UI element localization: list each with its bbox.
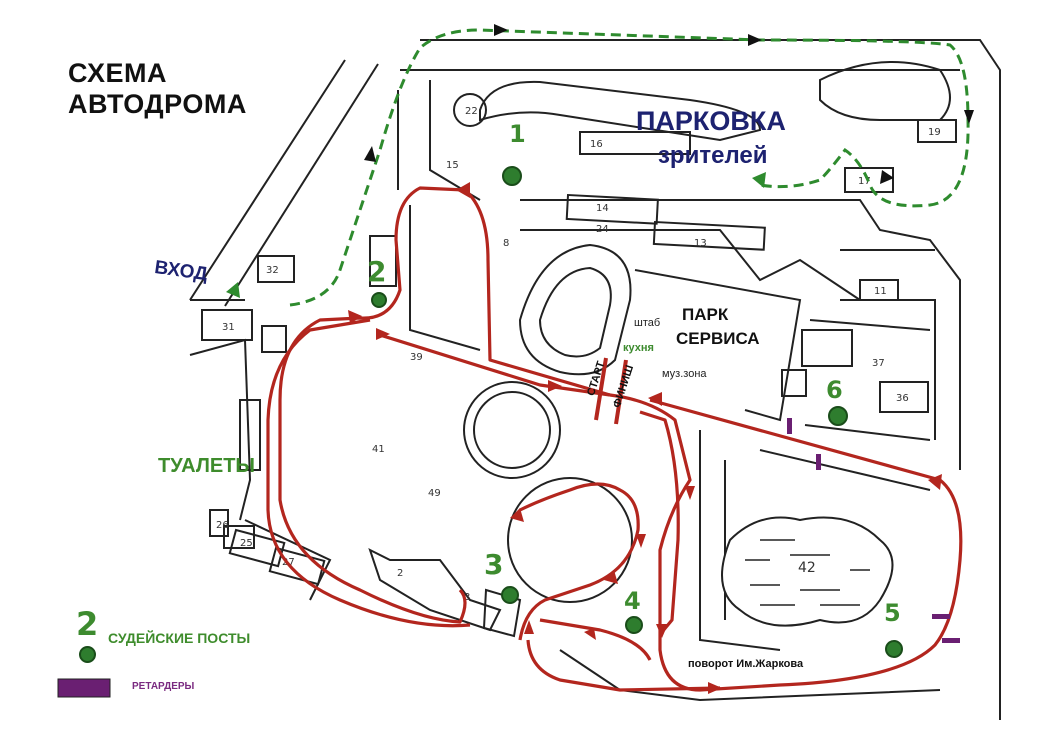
map-title-line1: СХЕМА xyxy=(68,58,167,88)
music-zone-label: муз.зона xyxy=(662,368,707,380)
turn-label: поворот Им.Жаркова xyxy=(688,658,804,670)
svg-text:11: 11 xyxy=(874,286,887,297)
start-finish-line xyxy=(594,357,628,425)
judge-post-1-number: 1 xyxy=(509,120,526,148)
retarder-3 xyxy=(932,614,950,619)
parking-sublabel: зрителей xyxy=(658,142,768,169)
svg-text:36: 36 xyxy=(896,393,909,404)
svg-text:39: 39 xyxy=(410,352,423,363)
svg-text:3: 3 xyxy=(464,592,470,603)
judge-post-6-number: 6 xyxy=(826,376,843,404)
map-title-line2: АВТОДРОМА xyxy=(68,89,247,120)
svg-text:41: 41 xyxy=(372,444,385,455)
judge-post-3-dot xyxy=(501,586,519,604)
legend-retarders-label: РЕТАРДЕРЫ xyxy=(132,681,195,692)
retarders xyxy=(787,418,960,643)
retarder-1 xyxy=(787,418,792,434)
svg-text:8: 8 xyxy=(503,238,509,249)
headquarters-label: штаб xyxy=(634,317,661,329)
race-route xyxy=(266,186,963,692)
svg-text:17: 17 xyxy=(858,176,871,187)
round-plaza xyxy=(463,381,633,603)
svg-text:37: 37 xyxy=(872,358,885,369)
svg-text:42: 42 xyxy=(798,560,816,576)
lake xyxy=(721,516,894,627)
legend-post-number: 2 xyxy=(76,605,99,643)
toilets-label: ТУАЛЕТЫ xyxy=(158,455,256,477)
svg-text:14: 14 xyxy=(596,203,609,214)
judge-post-6-dot xyxy=(828,406,848,426)
svg-text:31: 31 xyxy=(222,322,235,333)
svg-text:24: 24 xyxy=(596,224,609,235)
svg-text:2: 2 xyxy=(397,568,403,579)
legend-post-dot xyxy=(79,646,96,663)
parking-route xyxy=(289,28,970,307)
svg-text:16: 16 xyxy=(590,139,603,150)
parking-area xyxy=(201,61,957,638)
legend-retarder-swatch xyxy=(57,678,111,698)
svg-text:26: 26 xyxy=(216,520,229,531)
judge-post-5-number: 5 xyxy=(884,599,901,627)
judge-post-2-dot xyxy=(371,292,387,308)
map-title: СХЕМА АВТОДРОМА xyxy=(68,58,247,120)
judge-post-1-dot xyxy=(502,166,522,186)
retarder-2 xyxy=(816,454,821,470)
svg-text:13: 13 xyxy=(694,238,707,249)
svg-text:25: 25 xyxy=(240,538,253,549)
building-numbers: 22 15 16 19 17 14 24 13 11 32 31 39 8 41… xyxy=(216,106,941,603)
judge-post-5-dot xyxy=(885,640,903,658)
parking-arrows xyxy=(226,24,974,298)
retarder-4 xyxy=(942,638,960,643)
svg-text:15: 15 xyxy=(446,160,459,171)
parking-label: ПАРКОВКА xyxy=(636,106,786,136)
oval-track xyxy=(518,243,632,376)
judge-post-2-number: 2 xyxy=(367,255,387,288)
svg-text:49: 49 xyxy=(428,488,441,499)
kitchen-label: кухня xyxy=(623,342,654,354)
svg-text:19: 19 xyxy=(928,127,941,138)
route-arrows xyxy=(348,182,942,694)
svg-text:32: 32 xyxy=(266,265,279,276)
service-park-label: ПАРК xyxy=(682,305,729,324)
svg-text:22: 22 xyxy=(465,106,478,117)
legend-posts-label: СУДЕЙСКИЕ ПОСТЫ xyxy=(108,630,251,646)
judge-post-4-number: 4 xyxy=(624,587,641,615)
judge-post-3-number: 3 xyxy=(484,548,504,581)
street-lines xyxy=(189,39,1001,720)
service-park-sublabel: СЕРВИСА xyxy=(676,329,760,348)
judge-post-4-dot xyxy=(625,616,643,634)
